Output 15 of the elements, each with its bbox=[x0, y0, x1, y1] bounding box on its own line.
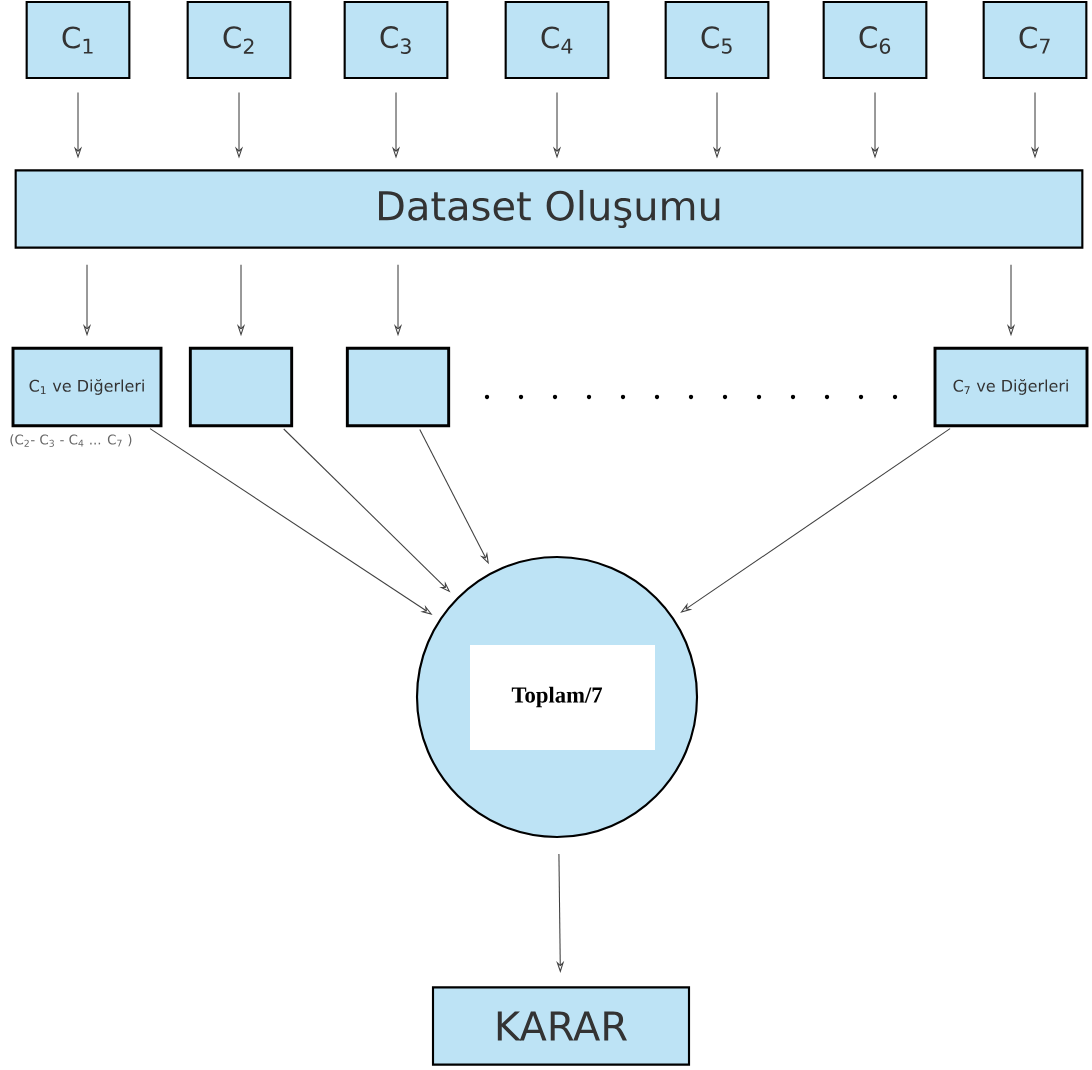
process-box: C$_{7}$ bbox=[982, 0, 1088, 80]
process-box: C$_{4}$ bbox=[504, 0, 610, 80]
process-box: C$_{1}$ ve Diğerleri bbox=[11, 346, 163, 428]
empty-box bbox=[345, 346, 451, 428]
process-box: C$_{1}$ bbox=[25, 0, 131, 80]
process-box: C$_{5}$ bbox=[664, 0, 770, 80]
arrow bbox=[680, 428, 951, 613]
process-box: C$_{7}$ ve Diğerleri bbox=[933, 346, 1089, 428]
process-box: KARAR bbox=[431, 986, 691, 1066]
process-box: C$_{6}$ bbox=[822, 0, 928, 80]
process-box: Dataset Oluşumu bbox=[14, 169, 1084, 249]
process-box: C$_{3}$ bbox=[343, 0, 449, 80]
box-caption: (C$_{2}$- C$_{3}$ - C$_{4}$ ... C$_{7}$ ) bbox=[10, 434, 132, 447]
empty-box bbox=[188, 346, 294, 428]
process-box: C$_{2}$ bbox=[186, 0, 292, 80]
